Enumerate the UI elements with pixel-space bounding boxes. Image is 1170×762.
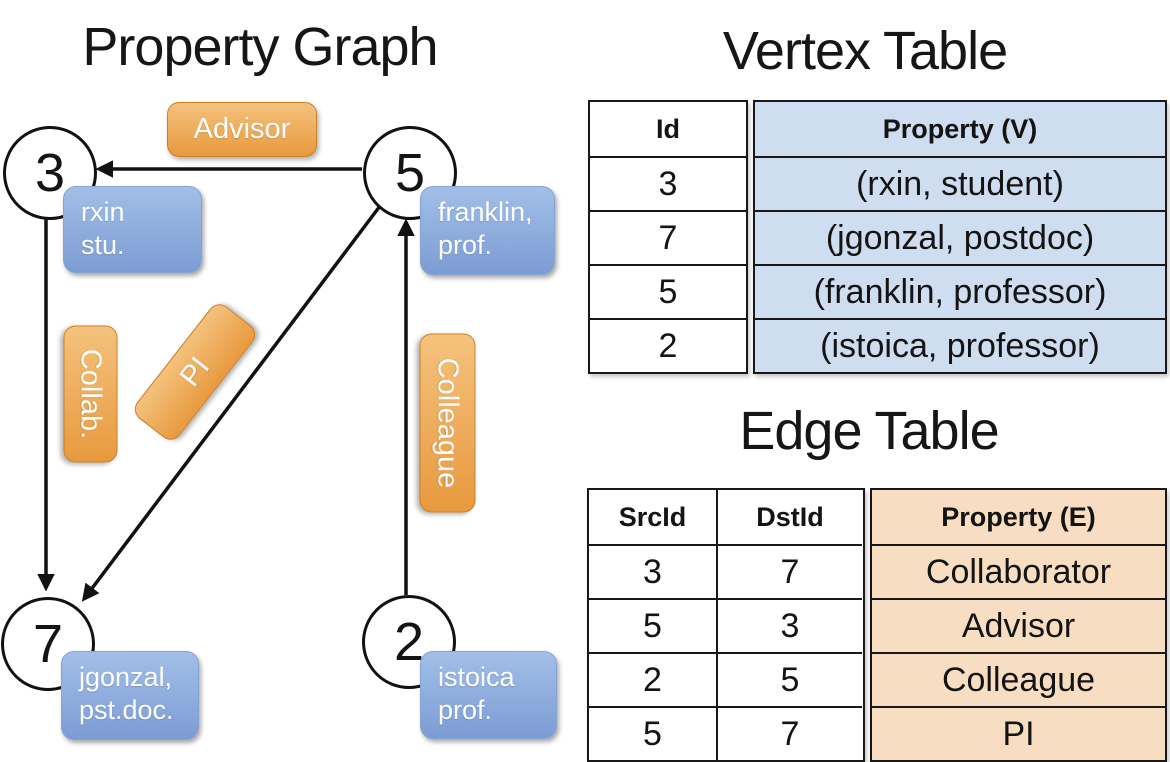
edge-table-dstid-cell: 7 (718, 706, 862, 760)
edge-table-property-cell: Advisor (872, 598, 1165, 652)
node-2: 2 (362, 595, 456, 689)
edge-table-property-cell: PI (872, 706, 1165, 760)
vertex-table-property-cell: (jgonzal, postdoc) (755, 210, 1165, 264)
edge-table-srcid-cell: 3 (589, 544, 716, 598)
node-5-property-line2: prof. (438, 230, 493, 260)
vertex-table-property-cell: (franklin, professor) (755, 264, 1165, 318)
edge-label-pi-text: PI (173, 351, 216, 393)
node-2-property-line2: prof. (438, 695, 493, 725)
vertex-table-title: Vertex Table (722, 21, 1008, 81)
edge-table-dstid-cell: 5 (718, 652, 862, 706)
edge-table-title: Edge Table (739, 401, 999, 461)
node-7-property-box: jgonzal, pst.doc. (61, 651, 199, 740)
node-7-id: 7 (32, 614, 64, 674)
node-3-property-line1: rxin (81, 197, 125, 227)
node-3-property-line2: stu. (81, 230, 125, 260)
edge-table-srcid-cell: 5 (589, 598, 716, 652)
graph-edges-layer (37, 160, 415, 602)
vertex-table-property-cell: (rxin, student) (755, 156, 1165, 210)
edge-label-advisor-text: Advisor (193, 113, 291, 145)
node-2-id: 2 (393, 612, 425, 672)
edge-table-header-property: Property (E) (941, 501, 1096, 532)
edge-table-property-cell: Colleague (872, 652, 1165, 706)
edge-label-collab: Collab. (63, 325, 118, 463)
vertex-table-header-property: Property (V) (882, 113, 1038, 144)
edge-table-dstid-cell: 7 (718, 544, 862, 598)
edge-table-header-dstid: DstId (756, 501, 824, 532)
node-7-property-line1: jgonzal, (79, 662, 173, 692)
edge-table-dstid-column: DstId 7 3 5 7 (716, 490, 862, 760)
edge-table-srcid-cell: 5 (589, 706, 716, 760)
vertex-table-id-cell: 7 (590, 210, 746, 264)
edge-table-header-srcid: SrcId (618, 501, 687, 532)
node-5-property-line1: franklin, (438, 197, 533, 227)
node-3-property-box: rxin stu. (63, 186, 202, 273)
vertex-table-id-cell: 2 (590, 318, 746, 372)
vertex-table-header-id: Id (656, 113, 680, 144)
edge-label-advisor: Advisor (167, 102, 317, 157)
edge-label-colleague-text: Colleague (432, 357, 464, 489)
edge-table-property-cell: Collaborator (872, 544, 1165, 598)
edge-pi-arrow (81, 204, 382, 602)
node-5-property-box: franklin, prof. (420, 186, 555, 275)
edge-table-srcid-cell: 2 (589, 652, 716, 706)
property-graph-title: Property Graph (82, 17, 438, 77)
vertex-table-id-cell: 3 (590, 156, 746, 210)
node-7-property-line2: pst.doc. (79, 695, 174, 725)
edge-label-collab-text: Collab. (75, 348, 107, 440)
node-3-id: 3 (34, 143, 66, 203)
vertex-table-property-column: Property (V) (rxin, student) (jgonzal, p… (753, 100, 1167, 374)
edge-table-property-column: Property (E) Collaborator Advisor Collea… (870, 488, 1167, 762)
edge-table-dstid-cell: 3 (718, 598, 862, 652)
vertex-table-id-cell: 5 (590, 264, 746, 318)
edge-table-id-columns: SrcId 3 5 2 5 DstId 7 3 5 7 (587, 488, 865, 762)
node-2-property-line1: istoica (438, 662, 515, 692)
node-2-property-box: istoica prof. (420, 651, 557, 739)
vertex-table-property-cell: (istoica, professor) (755, 318, 1165, 372)
edge-label-colleague: Colleague (419, 333, 476, 513)
vertex-table-id-column: Id 3 7 5 2 (588, 100, 748, 374)
edge-table-srcid-column: SrcId 3 5 2 5 (589, 490, 716, 760)
